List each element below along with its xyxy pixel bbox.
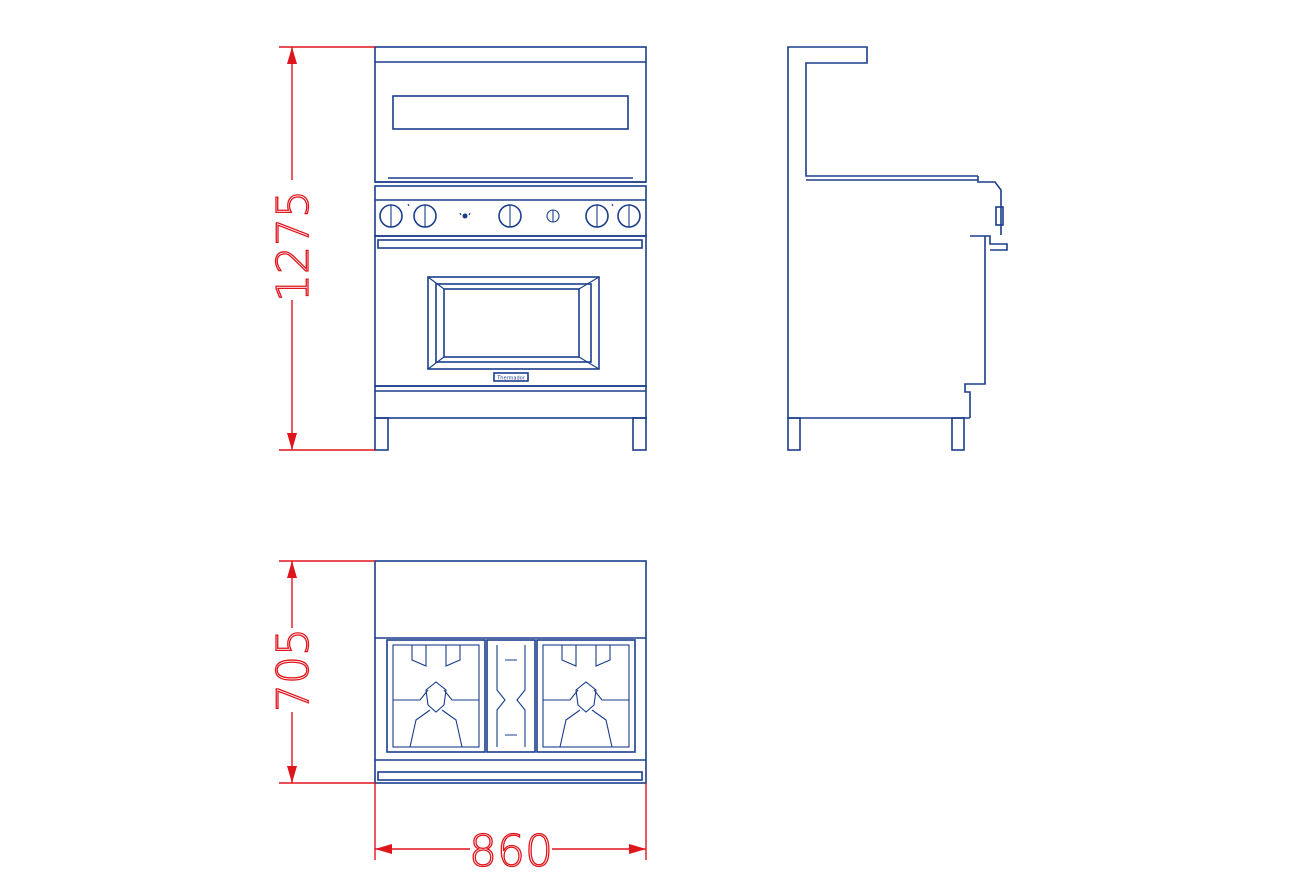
brand-plate-text: Thermador [496, 376, 525, 382]
top-view [374, 560, 647, 784]
grate-center [486, 639, 536, 753]
burner-left [392, 644, 480, 748]
dimension-depth-label: 705 [268, 628, 319, 712]
burner-center [496, 645, 526, 747]
front-view: Thermador [374, 46, 647, 451]
front-leg-left [374, 417, 389, 451]
side-door-profile [964, 236, 986, 418]
side-control-profile [977, 176, 1002, 235]
side-door-handle [970, 235, 1008, 251]
burner-right [542, 644, 630, 748]
grate-left [386, 639, 486, 753]
top-door-handle [377, 771, 643, 781]
front-backguard-panel [392, 95, 629, 130]
brand-plate [493, 372, 529, 382]
grate-right [536, 639, 636, 753]
dimension-depth: 705 [267, 560, 375, 784]
top-outline [374, 560, 647, 784]
burner-cap [575, 681, 597, 713]
oven-window-frame [427, 276, 600, 370]
front-leg-right [632, 417, 647, 451]
front-backguard [374, 46, 647, 183]
dimension-width: 860 [374, 783, 647, 878]
dimension-width-label: 860 [469, 826, 553, 877]
oven-window [443, 288, 580, 358]
side-knob [995, 206, 1004, 226]
side-backguard-outline [787, 46, 978, 418]
side-leg-back [951, 417, 965, 451]
side-view [787, 46, 1008, 451]
front-oven-door [374, 235, 647, 387]
door-handle [377, 239, 643, 249]
control-knobs [379, 203, 641, 228]
front-base [374, 385, 647, 419]
burner-cap [425, 681, 447, 713]
dimension-height-label: 1275 [268, 190, 319, 302]
indicator-light [462, 213, 468, 219]
side-leg-front [787, 417, 801, 451]
dimension-height: 1275 [267, 46, 375, 451]
